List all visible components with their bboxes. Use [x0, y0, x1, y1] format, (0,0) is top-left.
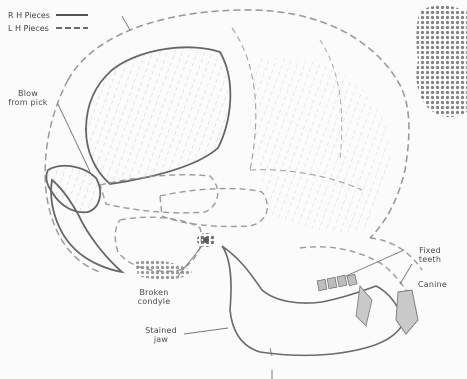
label-blow: Blow from pick — [4, 89, 52, 107]
zygomatic-piece-dashed — [160, 189, 267, 227]
label-broken-condyle-line1: Broken — [126, 288, 182, 297]
label-blow-line2: from pick — [4, 98, 52, 107]
label-fixed-teeth-line2: teeth — [410, 255, 450, 264]
label-broken-condyle-line2: condyle — [126, 297, 182, 306]
label-stained-jaw-line1: Stained — [136, 326, 186, 335]
label-stained-jaw-line2: jaw — [136, 335, 186, 344]
label-fixed-teeth-line1: Fixed — [410, 246, 450, 255]
suture-line — [232, 28, 256, 170]
label-fixed-teeth: Fixed teeth — [410, 246, 450, 264]
skull-base-stipple — [135, 260, 192, 279]
canine-tooth — [396, 290, 418, 334]
legend-lh-label: L H Pieces — [8, 24, 49, 33]
parietal-piece-solid — [86, 47, 230, 184]
label-stained-jaw: Stained jaw — [136, 326, 186, 344]
label-broken-condyle: Broken condyle — [126, 288, 182, 306]
legend-swatches — [56, 15, 88, 28]
label-canine: Canine — [418, 280, 447, 289]
label-blow-line1: Blow — [4, 89, 52, 98]
legend-rh-label: R H Pieces — [8, 11, 50, 20]
halftone-patch — [416, 5, 467, 117]
broken-condyle-mark — [197, 233, 215, 247]
fixed-teeth — [317, 274, 372, 326]
face-region-texture — [253, 58, 390, 233]
